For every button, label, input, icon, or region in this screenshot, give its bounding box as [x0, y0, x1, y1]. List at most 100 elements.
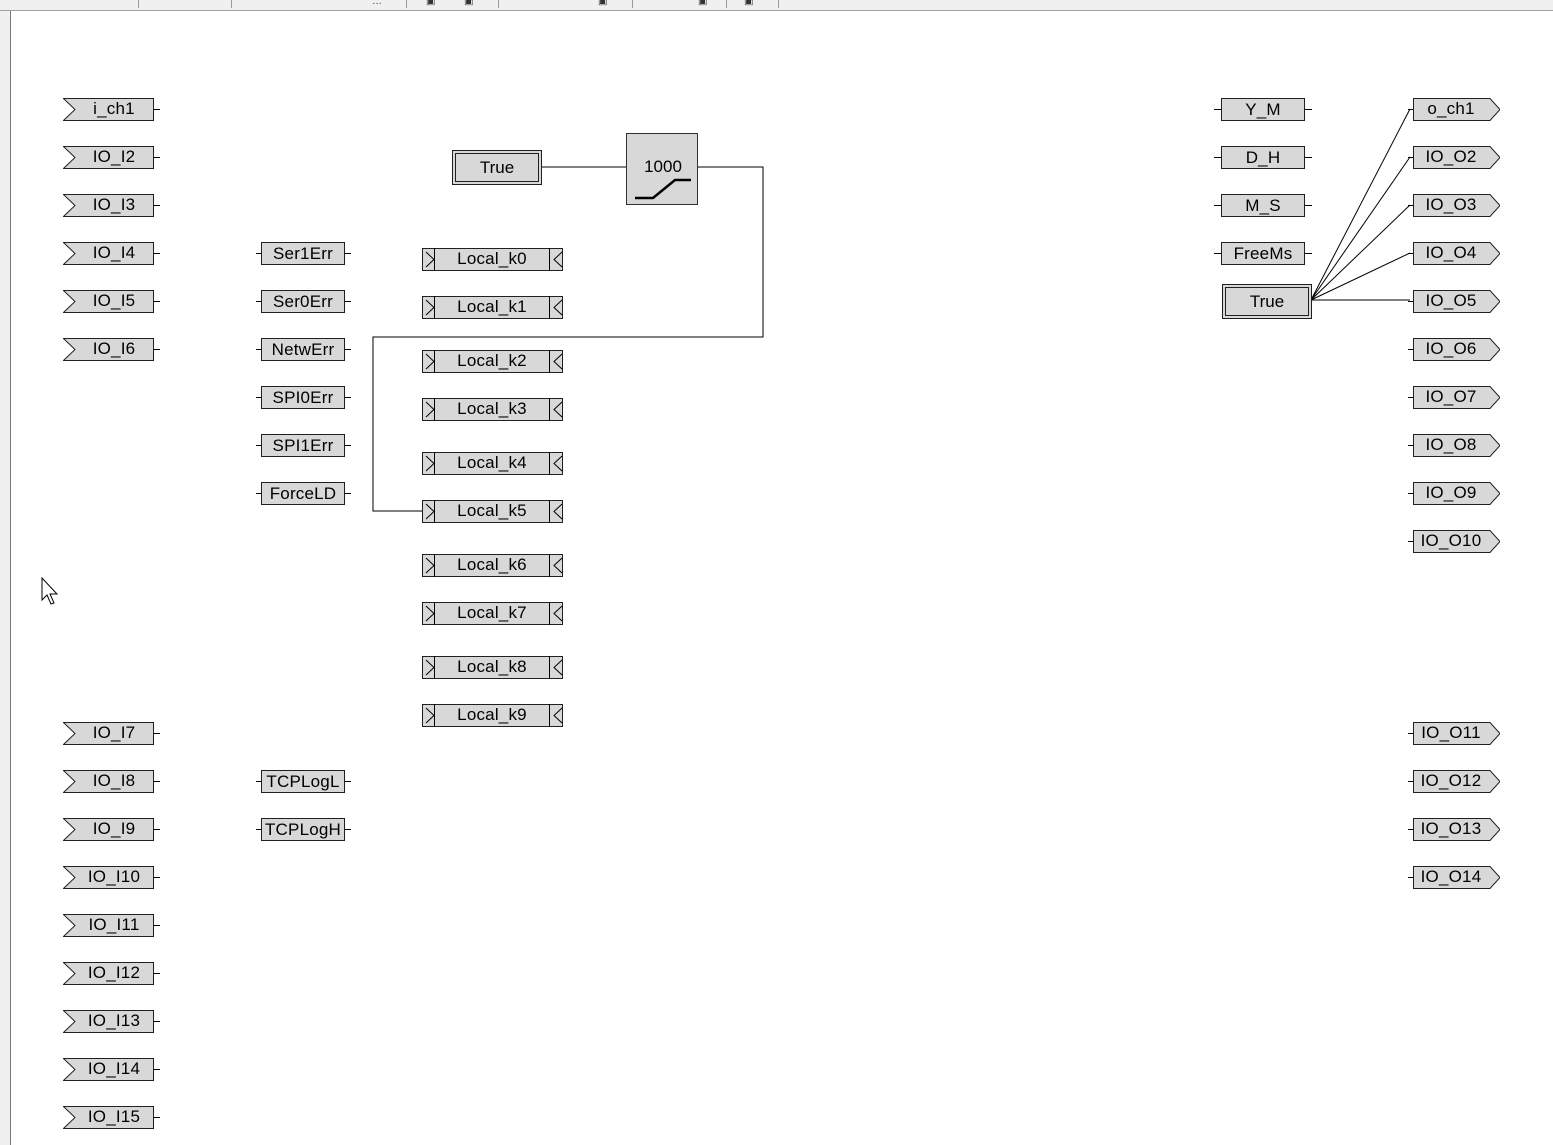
connector-stub — [1214, 253, 1221, 254]
input-port-shape — [63, 866, 154, 889]
local-var-local-k3[interactable]: Local_k3 — [422, 398, 564, 422]
local-var-local-k0[interactable]: Local_k0 — [422, 248, 564, 272]
local-var-local-k4[interactable]: Local_k4 — [422, 452, 564, 476]
output-port-io-o8[interactable]: IO_O8 — [1408, 434, 1504, 458]
toolbar-tool2-icon[interactable]: ▣ — [698, 0, 708, 7]
output-port-io-o13[interactable]: IO_O13 — [1408, 818, 1504, 842]
output-port-shape — [1413, 482, 1500, 505]
toolbar-align-icon[interactable]: ▣ — [426, 0, 436, 7]
toolbar-tool-icon[interactable]: ▣ — [598, 0, 608, 7]
block-frame — [422, 500, 563, 523]
connector-stub — [154, 973, 160, 974]
local-var-local-k5[interactable]: Local_k5 — [422, 500, 564, 524]
connector-stub — [549, 704, 550, 727]
output-port-io-o2[interactable]: IO_O2 — [1408, 146, 1504, 170]
output-port-io-o12[interactable]: IO_O12 — [1408, 770, 1504, 794]
connector-stub — [256, 301, 261, 302]
toolbar-overflow-icon[interactable]: … — [372, 0, 382, 7]
block-label: IO_O10 — [1420, 531, 1482, 550]
output-port-shape — [1413, 98, 1500, 121]
input-port-io-i8[interactable]: IO_I8 — [63, 770, 161, 794]
connector-stub — [345, 829, 351, 830]
output-port-io-o11[interactable]: IO_O11 — [1408, 722, 1504, 746]
output-port-io-o10[interactable]: IO_O10 — [1408, 530, 1504, 554]
block-label: Local_k7 — [457, 603, 527, 622]
local-var-local-k9[interactable]: Local_k9 — [422, 704, 564, 728]
output-port-shape — [1413, 722, 1500, 745]
local-var-local-k2[interactable]: Local_k2 — [422, 350, 564, 374]
connector-stub — [154, 1069, 160, 1070]
toolbar-align2-icon[interactable]: ▣ — [464, 0, 474, 7]
flag-ser1err[interactable]: Ser1Err — [256, 242, 352, 266]
local-var-local-k7[interactable]: Local_k7 — [422, 602, 564, 626]
output-port-io-o5[interactable]: IO_O5 — [1408, 290, 1504, 314]
block-frame — [422, 398, 563, 421]
flag-tcplogl[interactable]: TCPLogL — [256, 770, 352, 794]
connector-stub — [256, 781, 261, 782]
input-port-shape — [63, 914, 154, 937]
block-label: Local_k5 — [457, 501, 527, 520]
flag-spi0err[interactable]: SPI0Err — [256, 386, 352, 410]
block-label: IO_I9 — [92, 819, 136, 838]
local-var-local-k8[interactable]: Local_k8 — [422, 656, 564, 680]
block-frame — [422, 248, 563, 271]
input-port-io-i13[interactable]: IO_I13 — [63, 1010, 161, 1034]
block-label: IO_O11 — [1421, 723, 1481, 742]
input-port-io-i11[interactable]: IO_I11 — [63, 914, 161, 938]
output-arrow-icon — [553, 605, 563, 622]
constant-true-right[interactable]: True — [1222, 284, 1312, 319]
input-port-i-ch1[interactable]: i_ch1 — [63, 98, 161, 122]
output-arrow-icon — [553, 503, 563, 520]
flag-tcplogh[interactable]: TCPLogH — [256, 818, 352, 842]
input-port-io-i14[interactable]: IO_I14 — [63, 1058, 161, 1082]
output-port-io-o7[interactable]: IO_O7 — [1408, 386, 1504, 410]
ramp-block[interactable]: 1000 — [626, 133, 698, 205]
block-label: IO_I11 — [88, 915, 140, 934]
connector-stub — [434, 398, 435, 421]
input-port-io-i3[interactable]: IO_I3 — [63, 194, 161, 218]
time-var-m-s[interactable]: M_S — [1214, 194, 1312, 218]
output-port-shape — [1413, 194, 1500, 217]
time-var-y-m[interactable]: Y_M — [1214, 98, 1312, 122]
block-label: IO_I4 — [92, 243, 136, 262]
input-port-io-i6[interactable]: IO_I6 — [63, 338, 161, 362]
output-port-shape — [1413, 434, 1500, 457]
output-port-shape — [1413, 242, 1500, 265]
input-port-io-i7[interactable]: IO_I7 — [63, 722, 161, 746]
time-var-freems[interactable]: FreeMs — [1214, 242, 1312, 266]
flag-ser0err[interactable]: Ser0Err — [256, 290, 352, 314]
block-label: IO_O12 — [1420, 771, 1482, 790]
input-port-io-i15[interactable]: IO_I15 — [63, 1106, 161, 1130]
output-port-o-ch1[interactable]: o_ch1 — [1408, 98, 1504, 122]
block-label: IO_I15 — [87, 1107, 141, 1126]
output-port-io-o14[interactable]: IO_O14 — [1408, 866, 1504, 890]
toolbar-strip: … ▣ ▣ ▣ ▣ ▣ — [0, 0, 1553, 11]
constant-true-left-label: True — [455, 153, 539, 182]
output-port-io-o3[interactable]: IO_O3 — [1408, 194, 1504, 218]
flag-spi1err[interactable]: SPI1Err — [256, 434, 352, 458]
output-port-io-o4[interactable]: IO_O4 — [1408, 242, 1504, 266]
input-port-io-i2[interactable]: IO_I2 — [63, 146, 161, 170]
local-var-local-k6[interactable]: Local_k6 — [422, 554, 564, 578]
connector-stub — [434, 452, 435, 475]
connector-stub — [1408, 301, 1413, 302]
flag-netwerr[interactable]: NetwErr — [256, 338, 352, 362]
input-port-io-i12[interactable]: IO_I12 — [63, 962, 161, 986]
block-label: Local_k0 — [457, 249, 527, 268]
output-port-io-o9[interactable]: IO_O9 — [1408, 482, 1504, 506]
input-port-io-i10[interactable]: IO_I10 — [63, 866, 161, 890]
input-port-io-i5[interactable]: IO_I5 — [63, 290, 161, 314]
output-arrow-icon — [553, 251, 563, 268]
local-var-local-k1[interactable]: Local_k1 — [422, 296, 564, 320]
input-port-io-i9[interactable]: IO_I9 — [63, 818, 161, 842]
block-label: IO_I2 — [92, 147, 136, 166]
output-port-io-o6[interactable]: IO_O6 — [1408, 338, 1504, 362]
toolbar-tool3-icon[interactable]: ▣ — [744, 0, 754, 7]
input-port-io-i4[interactable]: IO_I4 — [63, 242, 161, 266]
flag-forceld[interactable]: ForceLD — [256, 482, 352, 506]
connector-stub — [154, 829, 160, 830]
time-var-d-h[interactable]: D_H — [1214, 146, 1312, 170]
block-label: TCPLogH — [261, 818, 345, 841]
constant-true-left[interactable]: True — [452, 150, 542, 185]
